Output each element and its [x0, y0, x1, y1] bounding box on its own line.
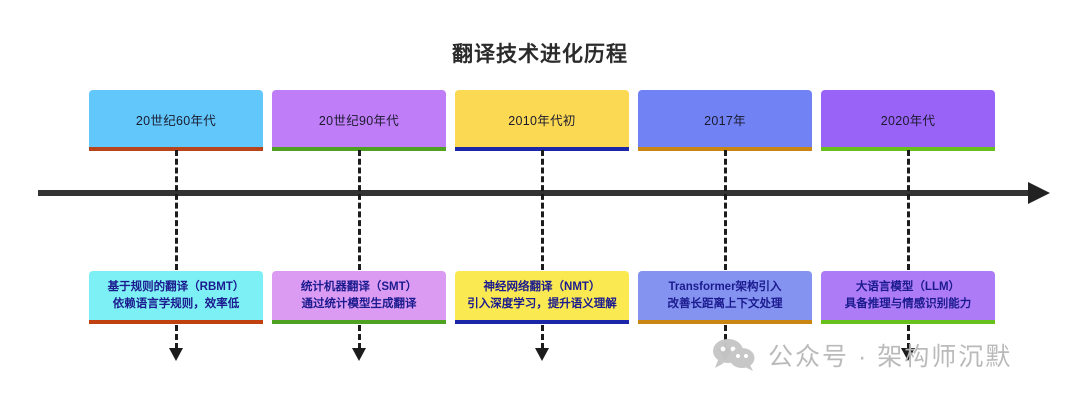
connector-dashed-line: [724, 150, 727, 270]
timeline-axis: [38, 190, 1033, 196]
description-box[interactable]: 神经网络翻译（NMT） 引入深度学习，提升语义理解: [455, 271, 629, 321]
description-box[interactable]: 统计机器翻译（SMT） 通过统计模型生成翻译: [272, 271, 446, 321]
connector-dashed-line: [175, 150, 178, 270]
connector-dashed-line: [358, 150, 361, 270]
description-accent-bar: [821, 320, 995, 324]
page-title: 翻译技术进化历程: [452, 43, 628, 66]
era-label: 2017年: [704, 113, 746, 128]
description-title: 统计机器翻译（SMT）: [300, 281, 418, 294]
era-label: 20世纪90年代: [318, 113, 400, 128]
description-detail: 改善长距离上下文处理: [667, 298, 783, 310]
era-label: 20世纪60年代: [135, 113, 217, 128]
tail-arrow-icon: [901, 348, 915, 361]
description-box[interactable]: 基于规则的翻译（RBMT） 依赖语言学规则，效率低: [89, 271, 263, 321]
description-box[interactable]: Transformer架构引入改善长距离上下文处理: [638, 271, 812, 321]
era-label: 2020年代: [880, 113, 936, 128]
watermark: 公众号 · 架构师沉默: [712, 337, 1012, 373]
connector-dashed-line: [907, 150, 910, 270]
connector-dashed-line: [541, 150, 544, 270]
description-detail: 具备推理与情感识别能力: [844, 298, 972, 310]
era-accent-bar: [455, 147, 629, 151]
description-title: 基于规则的翻译（RBMT）: [107, 281, 245, 294]
era-label: 2010年代初: [508, 113, 576, 128]
tail-arrow-icon: [718, 348, 732, 361]
tail-arrow-icon: [169, 348, 183, 361]
description-accent-bar: [89, 320, 263, 324]
tail-dashed-line: [907, 325, 910, 349]
era-accent-bar: [821, 147, 995, 151]
description-title: Transformer架构引入: [668, 281, 782, 294]
watermark-text: 公众号 · 架构师沉默: [768, 343, 1013, 371]
description-detail: 通过统计模型生成翻译: [301, 298, 417, 310]
era-box[interactable]: 2020年代: [821, 90, 995, 148]
description-accent-bar: [272, 320, 446, 324]
era-accent-bar: [638, 147, 812, 151]
tail-dashed-line: [175, 325, 178, 349]
description-title: 神经网络翻译（NMT）: [483, 281, 601, 294]
description-detail: 依赖语言学规则，效率低: [112, 298, 240, 310]
era-accent-bar: [89, 147, 263, 151]
tail-arrow-icon: [352, 348, 366, 361]
tail-dashed-line: [724, 325, 727, 349]
description-title: 大语言模型（LLM）: [855, 281, 961, 294]
description-accent-bar: [455, 320, 629, 324]
era-box[interactable]: 20世纪90年代: [272, 90, 446, 148]
era-box[interactable]: 2017年: [638, 90, 812, 148]
tail-dashed-line: [358, 325, 361, 349]
era-box[interactable]: 20世纪60年代: [89, 90, 263, 148]
description-box[interactable]: 大语言模型（LLM） 具备推理与情感识别能力: [821, 271, 995, 321]
tail-arrow-icon: [535, 348, 549, 361]
description-accent-bar: [638, 320, 812, 324]
tail-dashed-line: [541, 325, 544, 349]
timeline-arrow-icon: [1028, 182, 1050, 204]
era-accent-bar: [272, 147, 446, 151]
era-box[interactable]: 2010年代初: [455, 90, 629, 148]
description-detail: 引入深度学习，提升语义理解: [467, 298, 617, 310]
